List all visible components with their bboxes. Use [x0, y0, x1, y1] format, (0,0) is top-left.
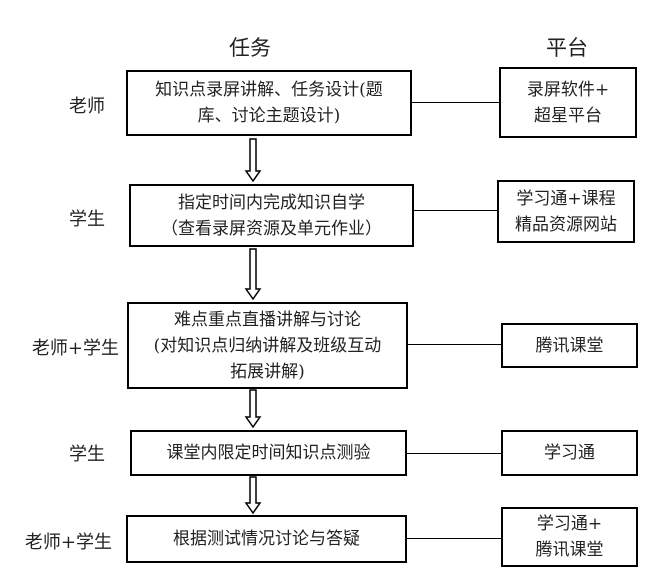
platform-box-1: 录屏软件+ 超星平台: [499, 67, 637, 138]
hollow-down-arrow-icon: [244, 138, 262, 183]
connector-5: [407, 538, 501, 539]
platform-box-1-line-2: 超星平台: [534, 105, 602, 126]
task-box-1-line-1: 知识点录屏讲解、任务设计(题: [155, 80, 383, 100]
connector-2: [414, 210, 497, 211]
header-platform: 平台: [546, 36, 588, 60]
connector-4: [407, 453, 501, 454]
connector-3: [408, 344, 501, 345]
task-box-1-line-2: 库、讨论主题设计): [197, 106, 341, 126]
connector-1: [412, 102, 499, 103]
platform-box-2-line-1: 学习通+课程: [516, 188, 616, 209]
platform-box-2-line-2: 精品资源网站: [515, 214, 617, 235]
task-box-1: 知识点录屏讲解、任务设计(题 库、讨论主题设计): [126, 70, 412, 136]
platform-box-1-line-1: 录屏软件+: [526, 79, 610, 100]
task-box-3-line-2: (对知识点归纳讲解及班级互动: [153, 335, 382, 356]
hollow-down-arrow-icon: [244, 389, 262, 429]
role-label-5: 老师+学生: [24, 532, 112, 553]
platform-box-5-line-1: 学习通+: [536, 514, 603, 534]
task-box-2-line-2: （查看录屏资源及单元作业）: [161, 218, 382, 239]
hollow-down-arrow-icon: [244, 248, 262, 301]
hollow-down-arrow-icon: [244, 476, 262, 515]
task-box-5: 根据测试情况讨论与答疑: [126, 515, 407, 563]
task-box-5-line-1: 根据测试情况讨论与答疑: [173, 529, 360, 549]
role-label-2: 学生: [69, 209, 105, 230]
platform-box-5: 学习通+ 腾讯课堂: [501, 507, 638, 567]
task-box-2: 指定时间内完成知识自学 （查看录屏资源及单元作业）: [129, 184, 414, 247]
header-task: 任务: [229, 36, 271, 60]
platform-box-4: 学习通: [501, 430, 638, 476]
platform-box-3-line-1: 腾讯课堂: [535, 335, 604, 356]
task-box-4-line-1: 课堂内限定时间知识点测验: [166, 443, 371, 463]
task-box-4: 课堂内限定时间知识点测验: [130, 430, 407, 476]
role-label-1: 老师: [69, 96, 105, 117]
platform-box-4-line-1: 学习通: [544, 443, 595, 463]
role-label-3: 老师+学生: [31, 338, 119, 359]
role-label-4: 学生: [69, 444, 105, 465]
task-box-2-line-1: 指定时间内完成知识自学: [178, 192, 365, 213]
task-box-3: 难点重点直播讲解与讨论 (对知识点归纳讲解及班级互动 拓展讲解): [127, 302, 408, 389]
platform-box-3: 腾讯课堂: [501, 323, 638, 368]
task-box-3-line-3: 拓展讲解): [230, 361, 305, 382]
platform-box-5-line-2: 腾讯课堂: [535, 540, 604, 560]
platform-box-2: 学习通+课程 精品资源网站: [497, 180, 635, 243]
task-box-3-line-1: 难点重点直播讲解与讨论: [174, 309, 361, 330]
